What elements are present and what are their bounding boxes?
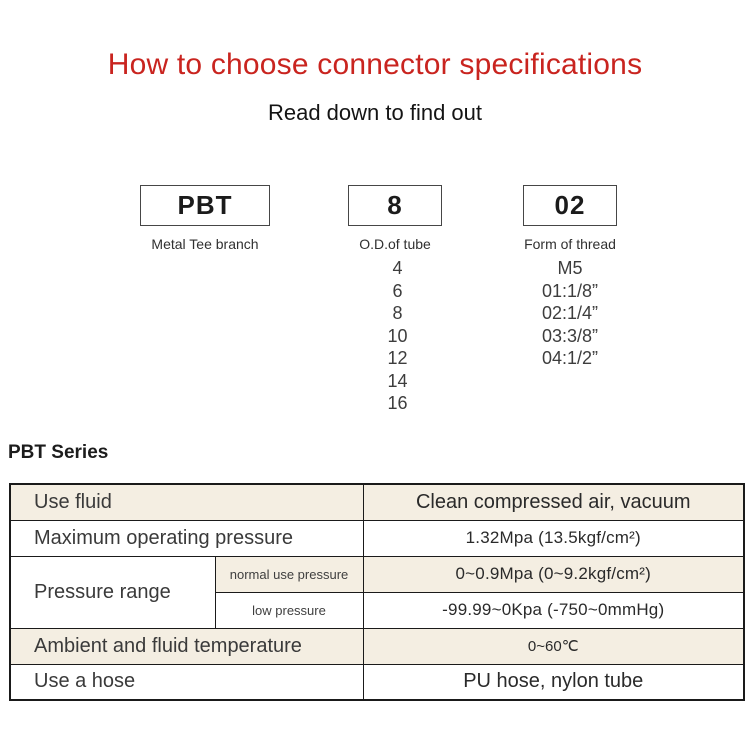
thread-form-option: 04:1/2” [541, 348, 599, 368]
table-row-temperature: Ambient and fluid temperature 0~60℃ [9, 627, 745, 665]
tube-size-option: 10 [387, 325, 408, 346]
sub-label-low-pressure: low pressure [214, 591, 364, 629]
tube-size-option: 14 [387, 370, 408, 391]
thread-form-list: M5 01:1/8” 02:1/4” 03:3/8” 04:1/2” [505, 257, 635, 370]
row-value-max-pressure: 1.32Mpa (13.5kgf/cm²) [362, 519, 745, 557]
code-box-thread-form: 02 [523, 185, 617, 226]
code-box-tube-od-text: 8 [387, 190, 403, 220]
page-subtitle: Read down to find out [267, 100, 483, 125]
row-label-pressure-range: Pressure range [9, 555, 216, 629]
tube-size-option: 8 [392, 303, 403, 323]
tube-size-list: 4 6 8 10 12 14 16 [345, 257, 450, 415]
row-value-low-pressure: -99.99~0Kpa (-750~0mmHg) [362, 591, 745, 629]
row-label-hose: Use a hose [9, 663, 364, 701]
sub-label-normal-use-pressure: normal use pressure [214, 555, 364, 593]
thread-form-option: 01:1/8” [541, 280, 599, 301]
tube-size-option: 4 [392, 258, 403, 278]
code-box-thread-form-text: 02 [554, 190, 586, 220]
code-box-label-thread-form: Form of thread [524, 236, 616, 252]
table-row-pressure-range-normal: Pressure range normal use pressure 0~0.9… [9, 555, 745, 629]
row-value-normal-use-pressure: 0~0.9Mpa (0~9.2kgf/cm²) [362, 555, 745, 593]
code-box-label-tube-od: O.D.of tube [359, 236, 431, 252]
code-box-series-text: PBT [177, 190, 233, 220]
row-value-use-fluid: Clean compressed air, vacuum [362, 483, 745, 521]
row-value-temperature: 0~60℃ [362, 627, 745, 665]
row-value-hose: PU hose, nylon tube [362, 663, 745, 701]
table-row-pressure-range-low: low pressure -99.99~0Kpa (-750~0mmHg) [10, 591, 745, 629]
row-label-use-fluid: Use fluid [9, 483, 364, 521]
tube-size-option: 12 [387, 348, 408, 368]
row-label-max-pressure: Maximum operating pressure [9, 519, 364, 557]
table-row-hose: Use a hose PU hose, nylon tube [9, 663, 745, 701]
code-box-tube-od: 8 [348, 185, 442, 226]
tube-size-option: 6 [392, 280, 403, 301]
thread-form-option: M5 [557, 258, 583, 278]
code-box-series: PBT [140, 185, 270, 226]
page-title: How to choose connector specifications [107, 48, 643, 81]
series-heading: PBT Series [8, 442, 109, 463]
tube-size-option: 16 [387, 393, 408, 413]
thread-form-option: 03:3/8” [541, 325, 599, 346]
table-row-max-pressure: Maximum operating pressure 1.32Mpa (13.5… [9, 519, 745, 557]
row-label-temperature: Ambient and fluid temperature [9, 627, 364, 665]
thread-form-option: 02:1/4” [541, 303, 599, 323]
table-row-use-fluid: Use fluid Clean compressed air, vacuum [9, 483, 745, 521]
code-box-label-series: Metal Tee branch [151, 236, 259, 252]
spec-table: Use fluid Clean compressed air, vacuum M… [9, 483, 745, 701]
